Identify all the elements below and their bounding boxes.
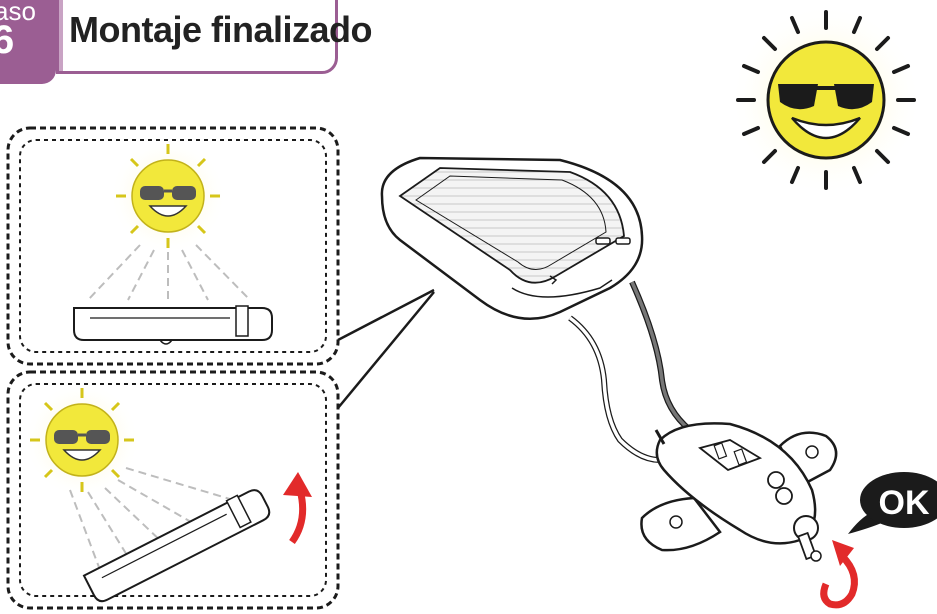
light-rays-top [87,244,251,301]
sun-small-top-icon [110,138,226,254]
tilt-arrow-icon [283,472,312,545]
device-side-tilted [82,489,271,603]
rotate-arrow-icon [820,540,858,609]
sun-sunglasses-icon [730,4,922,196]
step-number: 6 [0,18,15,62]
page-title: Montaje finalizado [69,9,373,50]
wires [568,280,692,463]
ok-label: OK [879,484,930,522]
step-word: aso [0,0,36,26]
airplane-motor-body [640,422,838,562]
sun-small-bottom-icon [24,382,140,498]
ok-speech-bubble-icon [848,472,937,534]
title-banner: Montaje finalizado [56,0,373,74]
solar-panel-module [380,156,644,320]
panel-bottom [6,370,340,610]
step-tab: aso 6 [0,0,56,84]
device-side-flat [73,305,273,345]
callout-wedge [337,288,435,409]
